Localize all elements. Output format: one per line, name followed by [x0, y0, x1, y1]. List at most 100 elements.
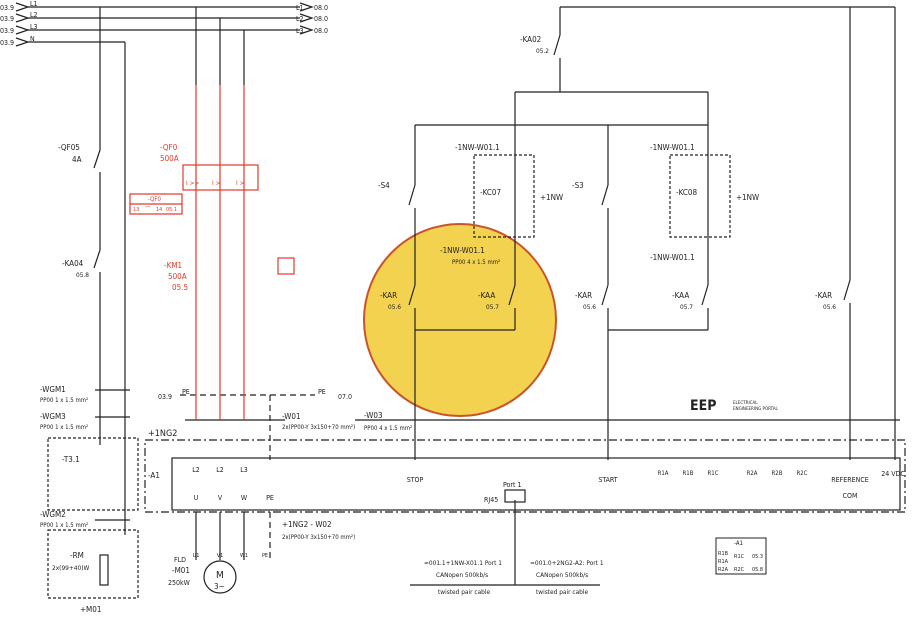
qf0-box-c1: 13	[133, 207, 139, 213]
canopen-rj45: RJ45	[484, 496, 498, 504]
kaa-ref-2: 05.7	[680, 303, 693, 311]
bus-name-l2-right: L2	[296, 15, 304, 23]
a1-table-r3c2: R2C	[734, 567, 745, 573]
a1-term-l2-a: L2	[192, 466, 200, 474]
bus-name-l1: L1	[30, 0, 38, 8]
wgm1-spec: PP00 1 x 1.5 mm²	[40, 397, 88, 404]
a1-term-stop: STOP	[407, 476, 424, 484]
m01-symbol: M	[216, 570, 224, 581]
km1-ref: 05.5	[172, 283, 188, 292]
qf0-box-c3: 14	[156, 207, 162, 213]
a1-term-24vdc: 24 VDC	[881, 470, 905, 478]
motor-term-u1: U1	[193, 553, 200, 559]
km1-tag: -KM1	[164, 261, 182, 270]
bus-ref-l1: 08.0	[314, 4, 328, 12]
m01-power: 250kW	[168, 579, 191, 587]
motor-term-w1: W1	[240, 553, 248, 559]
qf05-tag: -QF05	[58, 143, 80, 152]
qf0-box-c4: 05.1	[166, 207, 177, 213]
eep-logo-mark: EEP	[690, 398, 716, 414]
wgm3-tag: -WGM3	[40, 412, 66, 421]
km1-rating: 500A	[168, 272, 187, 281]
nw-w011-tag-1: -1NW-W01.1	[455, 143, 500, 152]
bus-name-l3-right: L3	[296, 27, 304, 35]
w02-tag: +1NG2 - W02	[282, 520, 332, 529]
kar-ref-2: 05.6	[583, 303, 596, 311]
kaa-ref-1: 05.7	[486, 303, 499, 311]
rm-spec: 2x(99+40)W	[52, 564, 90, 572]
qf0-box-c2: ⌒	[145, 206, 151, 213]
bus-sheet-l2: 03.9	[0, 15, 14, 23]
canopen-right-ref: =001.0+2NG2-A2: Port 1	[530, 559, 604, 567]
m01-tag: -M01	[172, 566, 190, 575]
qf0-trip-3: I >	[236, 179, 245, 187]
eep-logo: EEP ELECTRICAL ENGINEERING PORTAL	[690, 398, 779, 414]
wgm2-tag: -WGM2	[40, 510, 66, 519]
s4-tag: -S4	[378, 181, 390, 190]
t31-tag: -T3.1	[62, 455, 80, 464]
a1-out-w: W	[241, 494, 248, 502]
nw-tag-2: +1NW	[736, 193, 759, 202]
pe-left-ref: 03.9	[158, 393, 172, 401]
a1-term-r2b: R2B	[772, 470, 783, 477]
w02-spec: 2x(PP00-Y 3x150+70 mm²)	[282, 534, 355, 541]
a1-out-u: U	[194, 494, 199, 502]
pe-left-label: PE	[182, 388, 190, 396]
canopen-port: Port 1	[503, 481, 521, 489]
ka04-tag: -KA04	[62, 259, 84, 268]
nw-w011-tag-2: -1NW-W01.1	[650, 143, 695, 152]
pe-right-ref: 07.0	[338, 393, 352, 401]
kar-ref-1: 05.6	[388, 303, 401, 311]
bus-sheet-n: 03.9	[0, 39, 14, 47]
m01-fld: FLD	[174, 556, 186, 564]
w01-spec: 2x(PP00-Y 3x150+70 mm²)	[282, 424, 355, 431]
a1-term-com: COM	[843, 492, 858, 500]
a1-term-r2a: R2A	[747, 470, 758, 477]
wgm1-tag: -WGM1	[40, 385, 66, 394]
ka04-ref: 05.8	[76, 271, 89, 279]
kc07-tag: -KC07	[480, 188, 501, 197]
bus-ref-l2: 08.0	[314, 15, 328, 23]
pe-right-label: PE	[318, 388, 326, 396]
w03-tag: -W03	[364, 411, 383, 420]
canopen-left-ref: =001.1+1NW-X01.1 Port 1	[424, 559, 502, 567]
a1-term-r2c: R2C	[797, 470, 808, 477]
a1-tag: -A1	[148, 471, 160, 480]
qf0-trip-1: I >>	[186, 179, 199, 187]
motor-term-pe: PE	[262, 553, 268, 559]
rm-tag: -RM	[70, 551, 84, 560]
nw-tag-1: +1NW	[540, 193, 563, 202]
a1-table-title: -A1	[734, 540, 743, 547]
canopen-left-cable: twisted pair cable	[438, 588, 491, 596]
kar-tag-3: -KAR	[815, 291, 832, 300]
nw-w011-tag-3: -1NW-W01.1	[650, 253, 695, 262]
kaa-tag-2: -KAA	[672, 291, 689, 300]
a1-term-l3: L3	[240, 466, 248, 474]
eep-logo-line1: ELECTRICAL	[733, 400, 758, 406]
kar-tag-2: -KAR	[575, 291, 592, 300]
bus-sheet-l3: 03.9	[0, 27, 14, 35]
a1-term-r1c: R1C	[708, 470, 719, 477]
w03-spec: PP00 4 x 1.5 mm²	[364, 425, 412, 432]
canopen-left-bus: CANopen 500kb/s	[436, 571, 488, 579]
motor-term-v1: V1	[217, 553, 224, 559]
a1-table-r1c1: R1B	[718, 551, 729, 557]
bus-name-l3: L3	[30, 23, 38, 31]
a1-term-start: START	[598, 476, 617, 484]
qf05-rating: 4A	[72, 155, 82, 164]
wgm3-spec: PP00 1 x 1.5 mm²	[40, 424, 88, 431]
a1-table-r3c1: R2A	[718, 567, 729, 573]
highlight-circle	[363, 223, 557, 417]
s3-tag: -S3	[572, 181, 584, 190]
a1-out-pe: PE	[266, 494, 274, 502]
m01-location: +M01	[80, 605, 101, 614]
a1-table-r2c1: R1A	[718, 559, 729, 565]
a1-term-l2-b: L2	[216, 466, 224, 474]
canopen-right-bus: CANopen 500kb/s	[536, 571, 588, 579]
a1-table-r1c2: R1C	[734, 554, 745, 560]
kar-ref-3: 05.6	[823, 303, 836, 311]
bus-name-n: N	[30, 35, 35, 43]
eep-logo-line2: ENGINEERING PORTAL	[733, 406, 779, 412]
a1-table-r3c3: 05.8	[752, 567, 763, 573]
a1-table-r1c3: 05.3	[752, 554, 763, 560]
